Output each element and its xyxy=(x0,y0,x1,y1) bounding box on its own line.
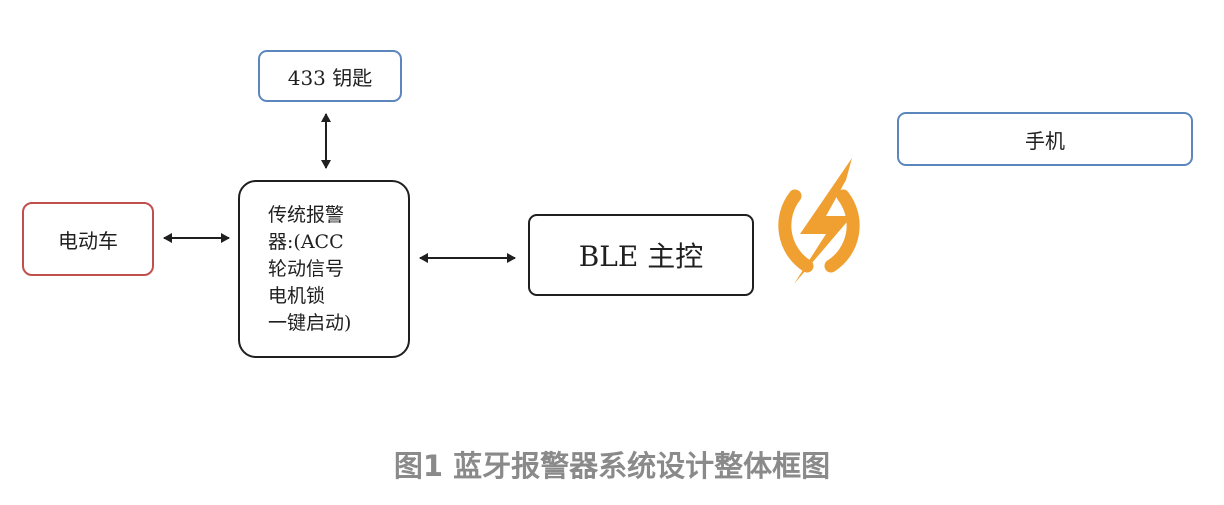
figure-caption: 图1 蓝牙报警器系统设计整体框图 xyxy=(393,449,831,483)
alarm-line-1: 传统报警 xyxy=(268,203,345,226)
traditional-alarm-node: 传统报警 器:(ACC 轮动信号 电机锁 一键启动) xyxy=(238,180,410,358)
alarm-line-3: 轮动信号 xyxy=(268,257,345,280)
key-433-node: 433 钥匙 xyxy=(258,50,402,102)
alarm-line-4: 电机锁 xyxy=(268,284,326,307)
alarm-line-2: 器:(ACC xyxy=(268,230,344,253)
ble-controller-node: BLE 主控 xyxy=(528,214,754,296)
key-433-label: 433 钥匙 xyxy=(287,65,373,90)
phone-label: 手机 xyxy=(1025,128,1065,153)
ble-label: BLE 主控 xyxy=(578,240,704,273)
ev-node: 电动车 xyxy=(22,202,154,276)
phone-node: 手机 xyxy=(897,112,1193,166)
alarm-line-5: 一键启动) xyxy=(268,311,352,334)
ev-label: 电动车 xyxy=(58,228,118,253)
lightning-bolt-icon xyxy=(778,158,860,284)
